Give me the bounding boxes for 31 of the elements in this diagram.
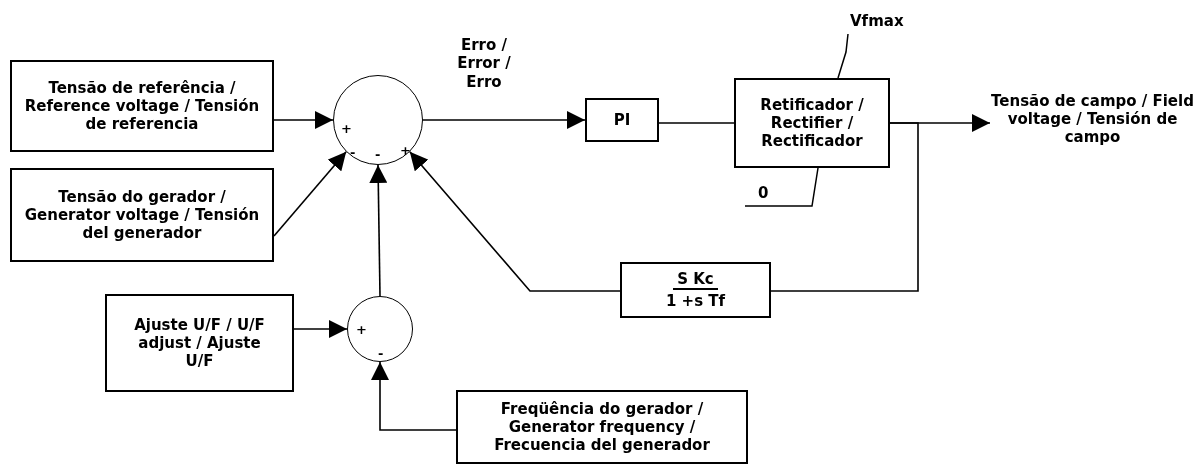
denominator: 1 +s Tf <box>664 292 727 311</box>
block-box <box>620 262 771 318</box>
block-box <box>734 78 890 168</box>
sign-label: + <box>341 122 352 135</box>
block-label: PI <box>613 110 631 130</box>
connector-arrow <box>409 151 621 292</box>
block-box <box>10 60 274 152</box>
block-box <box>105 294 294 392</box>
sign-label: + <box>400 144 411 157</box>
block-box <box>456 390 748 464</box>
connector-arrow <box>273 151 347 237</box>
limit-label: 0 <box>758 184 769 203</box>
connector-arrow <box>369 164 388 297</box>
sign-label: - <box>350 146 356 159</box>
block-label: Freqüência do gerador / Generator frequency / Frecuencia del generador <box>493 399 711 455</box>
block-label: Tensão de referência / Reference voltage / Tensión de referencia <box>24 78 260 134</box>
block-label: Tensão do gerador / Generator voltage / Tensión del generador <box>23 187 261 243</box>
sign-label: - <box>378 347 384 360</box>
connector-arrow <box>371 361 457 431</box>
output-label: Tensão de campo / Field voltage / Tensión de campo <box>990 91 1195 147</box>
connector-arrow <box>422 111 586 129</box>
numerator: S Kc <box>673 269 718 290</box>
connector-arrow <box>273 111 334 129</box>
connector-arrow <box>293 320 348 338</box>
block-box <box>585 98 659 142</box>
sign-label: + <box>356 323 367 336</box>
block-box <box>10 168 274 262</box>
sign-label: - <box>375 148 381 161</box>
block-label: Ajuste U/F / U/F adjust / Ajuste U/F <box>133 315 266 371</box>
limit-label: Vfmax <box>850 12 904 31</box>
block-label: Retificador / Rectifier / Rectificador <box>759 95 865 151</box>
